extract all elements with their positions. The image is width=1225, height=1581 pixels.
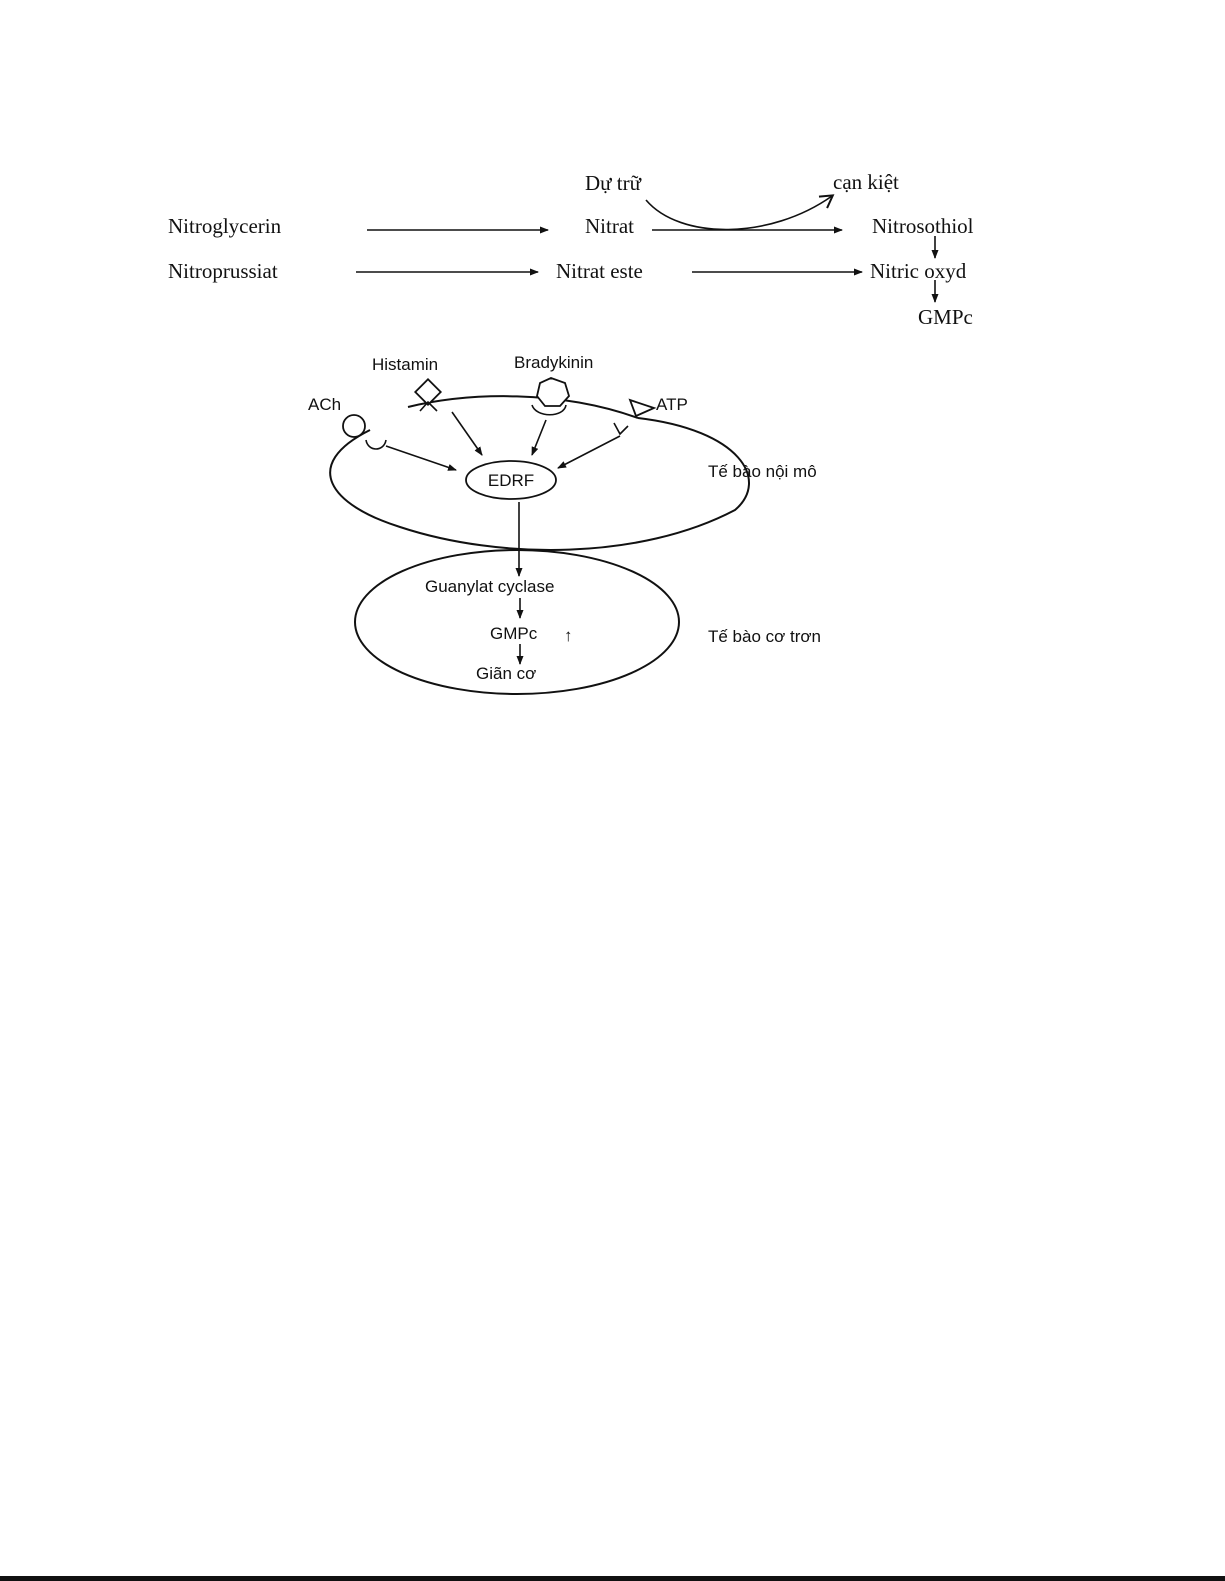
nitroglycerin-label: Nitroglycerin: [168, 214, 282, 238]
guanylat-cyclase-label: Guanylat cyclase: [425, 577, 554, 596]
bradykinin-label: Bradykinin: [514, 353, 593, 372]
atp-molecule: [630, 400, 654, 416]
du-tru-label: Dự trữ: [585, 171, 642, 195]
arrow-histamin-to-edrf: [452, 412, 482, 455]
edrf-label: EDRF: [488, 471, 534, 490]
atp-label: ATP: [656, 395, 688, 414]
increase-arrow: ↑: [564, 626, 573, 645]
bradykinin-molecule: [537, 378, 569, 406]
histamin-label: Histamin: [372, 355, 438, 374]
ach-molecule: [343, 415, 365, 437]
nitrat-label: Nitrat: [585, 214, 634, 238]
endothelial-cell-label: Tế bào nội mô: [708, 462, 817, 481]
endothelial-cell-membrane-top: [408, 396, 638, 418]
nitrosothiol-label: Nitrosothiol: [872, 214, 974, 238]
arrow-bradykinin-to-edrf: [532, 420, 546, 455]
gian-co-label: Giãn cơ: [476, 664, 536, 683]
smooth-muscle-cell-label: Tế bào cơ trơn: [708, 627, 821, 646]
atp-receptor: [614, 423, 628, 434]
nitrat-este-label: Nitrat este: [556, 259, 643, 283]
can-kiet-label: cạn kiệt: [833, 170, 899, 194]
gmpc-cell-label: GMPc: [490, 624, 538, 643]
gmpc-top-label: GMPc: [918, 305, 973, 329]
arrow-ach-to-edrf: [386, 446, 456, 470]
nitric-oxyd-label: Nitric oxyd: [870, 259, 967, 283]
page-bottom-border: [0, 1576, 1225, 1581]
nitroprussiat-label: Nitroprussiat: [168, 259, 278, 283]
arrow-atp-to-edrf: [558, 436, 620, 468]
curved-arrow-du-tru-to-can-kiet: [646, 196, 832, 230]
ach-label: ACh: [308, 395, 341, 414]
ach-receptor: [366, 440, 386, 449]
